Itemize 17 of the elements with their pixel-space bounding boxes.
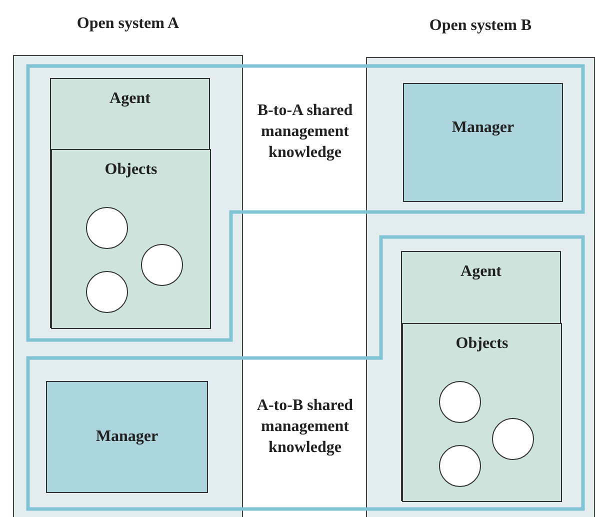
box-label: Manager — [452, 118, 514, 138]
box-label: Manager — [96, 427, 158, 447]
manager-box — [46, 381, 208, 493]
objects-compartment — [51, 149, 211, 329]
box-label: Open system A — [76, 14, 180, 34]
knowledge-region — [26, 235, 585, 511]
agent-box — [50, 78, 210, 328]
agent-box — [401, 251, 561, 501]
box-label: Agent — [460, 262, 502, 282]
box-label: A-to-B shared management knowledge — [256, 396, 354, 458]
box-label: Agent — [108, 89, 152, 109]
box-label: Objects — [454, 334, 510, 354]
manager-box — [403, 83, 563, 202]
box-label: Objects — [104, 160, 158, 180]
objects-compartment — [402, 323, 562, 502]
box-label: B-to-A shared management knowledge — [256, 101, 354, 163]
box-label: Open system B — [428, 16, 533, 36]
